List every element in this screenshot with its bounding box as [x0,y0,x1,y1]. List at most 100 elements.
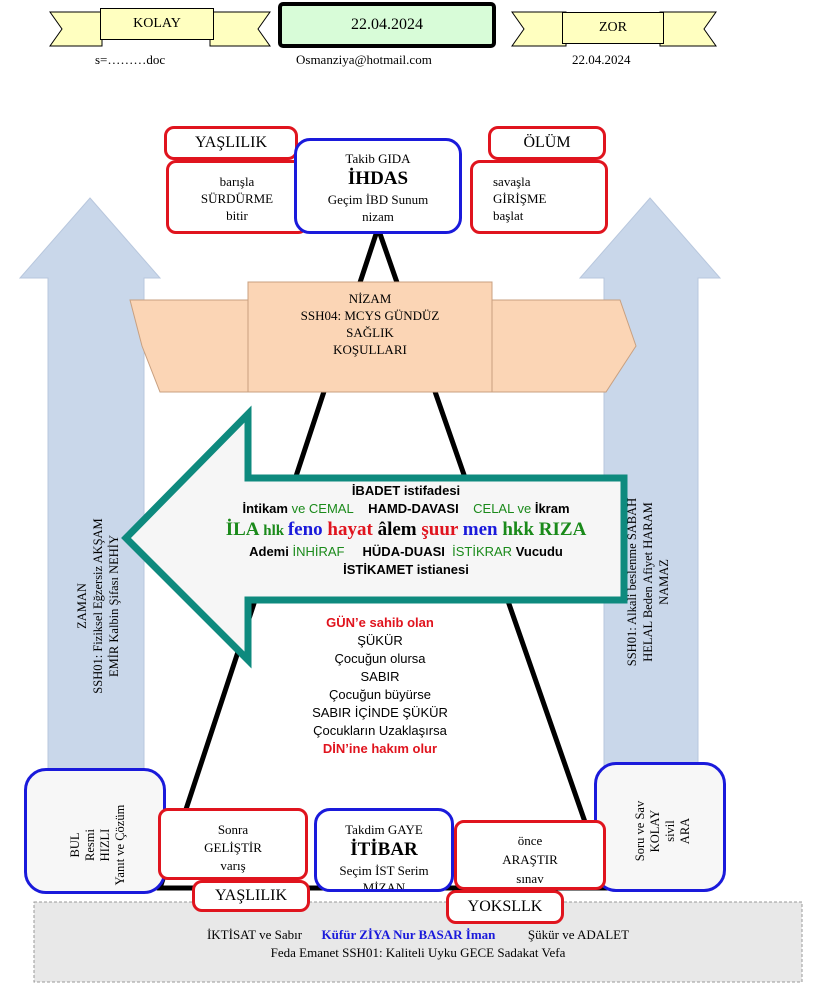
top-left-line2: SÜRDÜRME [200,191,274,206]
top-center-title: İHDAS [347,168,409,189]
footer-iktisat: İKTİSAT ve Sabır [206,927,303,942]
bottom-center-title: İTİBAR [350,839,418,860]
bl-blue-line3: HIZLI [98,828,112,862]
footer-line2: Feda Emanet SSH01: Kaliteli Uyku GECE Sa… [270,945,566,960]
bl-blue-line4: Yanıt ve Çözüm [113,804,127,886]
top-left-line3: bitir [226,208,248,223]
arrow-line4: Ademi İNHİRAF HÜDA-DUASI İSTİKRAR Vucudu [196,543,616,561]
bl-red-line2: GELİŞTİR [204,840,262,855]
big-left-arrow [121,405,628,669]
email-text: Osmanziya@hotmail.com [296,52,432,67]
header-banner-right [511,11,717,47]
middle-line1: GÜN’e sahib olan [326,615,434,630]
arrow-inhiraf: İNHİRAF [292,544,345,559]
bl-blue-line1: BUL [68,832,82,858]
arrow-cemal: ve CEMAL [287,501,354,516]
bottom-right-blue-box: Soru ve Sav KOLAY sivil ARA [594,762,726,892]
top-right-line3: başlat [493,208,524,223]
arrow-hkk: hkk [497,519,539,540]
middle-line3: Çocuğun olursa [334,651,426,666]
middle-line5: Çocuğun büyürse [329,687,431,702]
arrow-hayat: hayat [322,519,378,540]
left-arrow-line2: SSH01: Fiziksel Eğzersiz AKŞAM [91,518,105,694]
footer-box [33,901,803,983]
big-arrow-text: İBADET istifadesi İntikam ve CEMAL HAMD-… [196,482,616,579]
scroll-line3: SAĞLIK [346,325,394,340]
arrow-line5: İSTİKAMET istianesi [343,562,469,577]
left-arrow-text: ZAMAN SSH01: Fiziksel Eğzersiz AKŞAM EMİ… [74,456,126,756]
scroll-banner [129,281,637,393]
kolay-label: KOLAY [100,8,214,40]
right-arrow-line1: SSH01: Alkali beslenme SABAH [625,497,639,667]
left-arrow-line3: EMİR Kalbin Şifası NEHİY [107,535,121,677]
olum-label: ÖLÜM [488,126,606,160]
middle-line2: ŞÜKÜR [357,633,403,648]
top-right-line1: savaşla [493,174,531,189]
br-red-line3: sınav [516,871,544,886]
top-left-line1: barışla [219,174,255,189]
bottom-center-line3: Seçim İST Serim [339,863,429,878]
arrow-istikrar: İSTİKRAR [452,544,513,559]
scroll-line1: NİZAM [348,291,392,306]
middle-line6: SABIR İÇİNDE ŞÜKÜR [312,705,448,720]
middle-line7: Çocukların Uzaklaşırsa [313,723,447,738]
bl-blue-line2: Resmi [83,829,97,861]
arrow-vucudu: Vucudu [512,544,563,559]
top-center-line3: Geçim İBD Sunum [327,192,429,207]
doc-text: s=………doc [95,52,166,67]
bottom-left-red-box: Sonra GELİŞTİR varış [158,808,308,880]
date-right: 22.04.2024 [572,52,631,67]
right-arrow-text: SSH01: Alkali beslenme SABAH HELAL Beden… [624,432,676,732]
arrow-hamd: HAMD-DAVASI [368,501,459,516]
footer-text: İKTİSAT ve Sabır Küfür ZİYA Nur BASAR İm… [34,926,802,962]
right-arrow-line3: NAMAZ [657,559,671,605]
arrow-feno: feno [287,519,323,540]
br-blue-line4: ARA [678,817,692,845]
top-right-box: savaşla GİRİŞME başlat [470,160,608,234]
arrow-ademi: Ademi [249,544,293,559]
arrow-huda: HÜDA-DUASI [362,544,445,559]
yaslilik-bottom-label: YAŞLILIK [192,880,310,912]
yoksllk-label: YOKSLLK [446,890,564,924]
footer-kufur: Küfür ZİYA Nur BASAR İman [321,927,496,942]
middle-line4: SABIR [360,669,400,684]
arrow-alem: âlem [377,519,417,540]
arrow-men: men [462,519,498,540]
arrow-ikram: İkram [534,501,570,516]
arrow-intikam: İntikam [242,501,288,516]
date-box: 22.04.2024 [278,2,496,48]
bottom-center-box: Takdim GAYE İTİBAR Seçim İST Serim MİZAN [314,808,454,892]
scroll-line2: SSH04: MCYS GÜNDÜZ [300,308,440,323]
scroll-line4: KOŞULLARI [333,342,407,357]
arrow-suur: şuur [416,519,463,540]
br-red-line1: önce [517,833,543,848]
arrow-riza: RIZA [538,519,587,540]
top-left-box: barışla SÜRDÜRME bitir [166,160,308,234]
header-banner-left [49,11,271,47]
bottom-right-red-box: önce ARAŞTIR sınav [454,820,606,890]
arrow-line2: İntikam ve CEMAL HAMD-DAVASI CELAL ve İk… [196,500,616,518]
yaslilik-top-label: YAŞLILIK [164,126,298,160]
scroll-text: NİZAM SSH04: MCYS GÜNDÜZ SAĞLIK KOŞULLAR… [248,290,492,358]
top-right-line2: GİRİŞME [493,191,547,206]
footer-line1: İKTİSAT ve Sabır Küfür ZİYA Nur BASAR İm… [34,926,802,944]
br-red-line2: ARAŞTIR [502,852,558,867]
br-blue-line1: Soru ve Sav [633,800,647,862]
br-blue-line2: KOLAY [648,809,662,853]
top-center-box: Takib GIDA İHDAS Geçim İBD Sunum nizam [294,138,462,234]
br-blue-line3: sivil [663,820,677,842]
bottom-center-line4: MİZAN [362,880,406,892]
top-center-line4: nizam [362,209,394,224]
arrow-celal: CELAL [473,501,514,516]
middle-line8: DİN’ine hakım olur [322,741,438,756]
right-arrow-line2: HELAL Beden Afiyet HARAM [641,502,655,662]
zor-label: ZOR [562,12,664,44]
middle-text: GÜN’e sahib olan ŞÜKÜR Çocuğun olursa SA… [250,614,510,758]
arrow-hlk: hlk [259,523,288,539]
arrow-ve: ve [513,501,535,516]
footer-adalet: Şükür ve ADALET [527,927,630,942]
arrow-line1: İBADET istifadesi [351,483,461,498]
bl-red-line1: Sonra [217,822,249,837]
bottom-center-line1: Takdim GAYE [345,822,423,837]
